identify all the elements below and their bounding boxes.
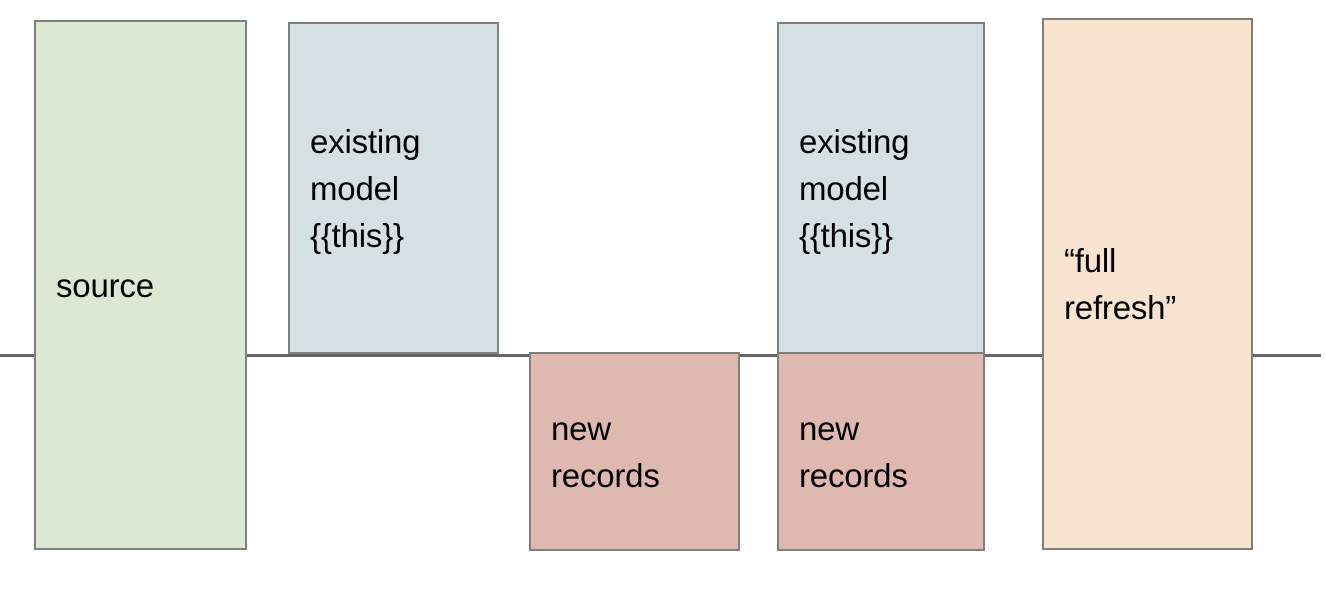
source-box[interactable]: source (34, 20, 247, 550)
new-records-box-2[interactable]: new records (777, 352, 985, 551)
new-records-box-1[interactable]: new records (529, 352, 740, 551)
new-records-box-2-label: new records (799, 409, 908, 494)
existing-model-box-2[interactable]: existing model {{this}} (777, 22, 985, 354)
new-records-box-1-label: new records (551, 409, 660, 494)
existing-model-box-1-label: existing model {{this}} (310, 122, 421, 254)
full-refresh-box-label: “full refresh” (1064, 242, 1177, 326)
existing-model-box-2-label: existing model {{this}} (799, 122, 910, 254)
existing-model-box-1[interactable]: existing model {{this}} (288, 22, 499, 354)
full-refresh-box[interactable]: “full refresh” (1042, 18, 1253, 550)
source-box-label: source (56, 266, 154, 304)
